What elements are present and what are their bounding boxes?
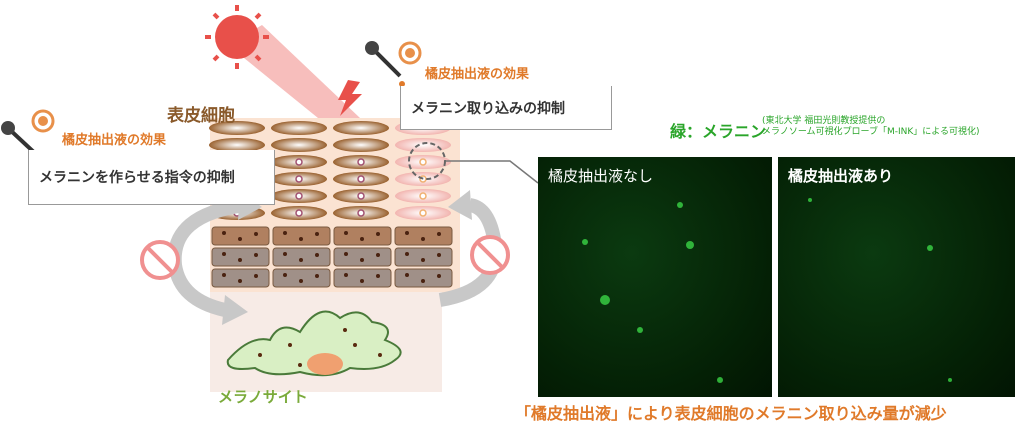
melanin-granule — [254, 274, 258, 278]
legend-title: 緑：メラニン — [670, 122, 767, 141]
basal-cell — [272, 268, 331, 288]
melanin-granule — [283, 252, 287, 256]
epidermis-cell — [209, 121, 265, 135]
basal-cell — [272, 226, 331, 246]
melanin-granule — [238, 279, 242, 283]
melanin-granule — [421, 237, 425, 241]
epidermis-cell — [271, 138, 327, 152]
melanin-granule — [376, 274, 380, 278]
cell-nucleus — [295, 209, 303, 217]
melanin-granule — [283, 273, 287, 277]
basal-cell — [394, 268, 453, 288]
melanin-granule — [283, 231, 287, 235]
basal-cell — [394, 247, 453, 267]
lightning-icon — [338, 80, 362, 116]
dropper-icon-right — [365, 41, 405, 87]
melanin-granule — [315, 274, 319, 278]
melanin-granule — [299, 237, 303, 241]
prohibit-icon-left — [140, 240, 180, 280]
cell-nucleus — [295, 175, 303, 183]
melanin-granule — [437, 232, 441, 236]
melanin-granule — [222, 252, 226, 256]
image-label: 橘皮抽出液なし — [548, 167, 654, 185]
melanin-granule — [405, 273, 409, 277]
epidermis-cell — [395, 138, 451, 152]
melanin-granule — [254, 232, 258, 236]
melanocyte-label: メラノサイト — [218, 388, 308, 406]
basal-cell — [211, 268, 270, 288]
melanin-granule — [405, 252, 409, 256]
melanin-granule — [360, 237, 364, 241]
basal-cell — [333, 226, 392, 246]
basal-cell — [211, 247, 270, 267]
epidermis-cell — [333, 121, 389, 135]
melanin-granule — [376, 232, 380, 236]
melanocyte-nucleus — [307, 353, 343, 375]
epidermis-cell — [209, 138, 265, 152]
melanin-granule — [344, 252, 348, 256]
basal-cell — [272, 247, 331, 267]
epidermis-cell — [271, 121, 327, 135]
cell-nucleus — [419, 158, 427, 166]
melanin-granule — [222, 231, 226, 235]
basal-cell — [211, 226, 270, 246]
melanin-granule — [405, 231, 409, 235]
melanin-granule — [421, 279, 425, 283]
legend-note: (東北大学 福田光則教授提供のメラノソーム可視化プローブ「M-INK」による可視… — [762, 116, 980, 138]
melanin-granule — [315, 253, 319, 257]
cell-nucleus — [419, 192, 427, 200]
cell-nucleus — [295, 192, 303, 200]
cell-nucleus — [419, 209, 427, 217]
legend-note-line1: (東北大学 福田光則教授提供の — [762, 116, 886, 126]
legend-note-line2: メラノソーム可視化プローブ「M-INK」による可視化) — [762, 127, 980, 137]
epidermis-cell — [333, 138, 389, 152]
image-without-extract: 橘皮抽出液なし — [538, 157, 772, 397]
melanin-granule — [437, 274, 441, 278]
prohibit-icon-right — [470, 235, 510, 275]
melanin-granule — [222, 273, 226, 277]
basal-cell — [333, 247, 392, 267]
melanin-granule — [315, 232, 319, 236]
orange-slice-icon-right — [398, 41, 422, 65]
image-with-extract: 橘皮抽出液あり — [778, 157, 1015, 397]
right-effect-text: メラニン取り込みの抑制 — [411, 100, 565, 117]
melanin-granule — [344, 273, 348, 277]
sunlight-beam — [228, 25, 360, 118]
melanin-granule — [437, 253, 441, 257]
melanocyte-cell — [226, 310, 402, 377]
highlight-circle — [408, 142, 446, 180]
basal-cell — [333, 268, 392, 288]
cell-nucleus — [357, 158, 365, 166]
melanin-granule — [421, 258, 425, 262]
melanin-granule — [238, 237, 242, 241]
epidermis-cells — [209, 121, 453, 288]
melanin-granule — [360, 258, 364, 262]
right-effect-title: 橘皮抽出液の効果 — [425, 67, 530, 82]
conclusion-text: 「橘皮抽出液」により表皮細胞のメラニン取り込み量が減少 — [515, 404, 947, 423]
image-label: 橘皮抽出液あり — [788, 167, 894, 185]
sun-icon — [205, 5, 269, 69]
epidermis-label: 表皮細胞 — [167, 106, 235, 126]
melanin-granule — [299, 258, 303, 262]
melanin-granule — [238, 258, 242, 262]
right-effect-box: メラニン取り込みの抑制 — [400, 86, 612, 130]
melanin-granule — [376, 253, 380, 257]
left-effect-text: メラニンを作らせる指令の抑制 — [39, 170, 235, 186]
orange-slice-icon-left — [31, 109, 55, 133]
cell-nucleus — [357, 209, 365, 217]
cell-nucleus — [295, 158, 303, 166]
basal-cell — [394, 226, 453, 246]
melanin-granule — [344, 231, 348, 235]
cell-nucleus — [357, 192, 365, 200]
melanin-granule — [254, 253, 258, 257]
left-effect-box: メラニンを作らせる指令の抑制 — [28, 150, 275, 205]
melanin-granule — [299, 279, 303, 283]
left-effect-title: 橘皮抽出液の効果 — [62, 133, 167, 148]
cell-nucleus — [357, 175, 365, 183]
melanin-granule — [360, 279, 364, 283]
